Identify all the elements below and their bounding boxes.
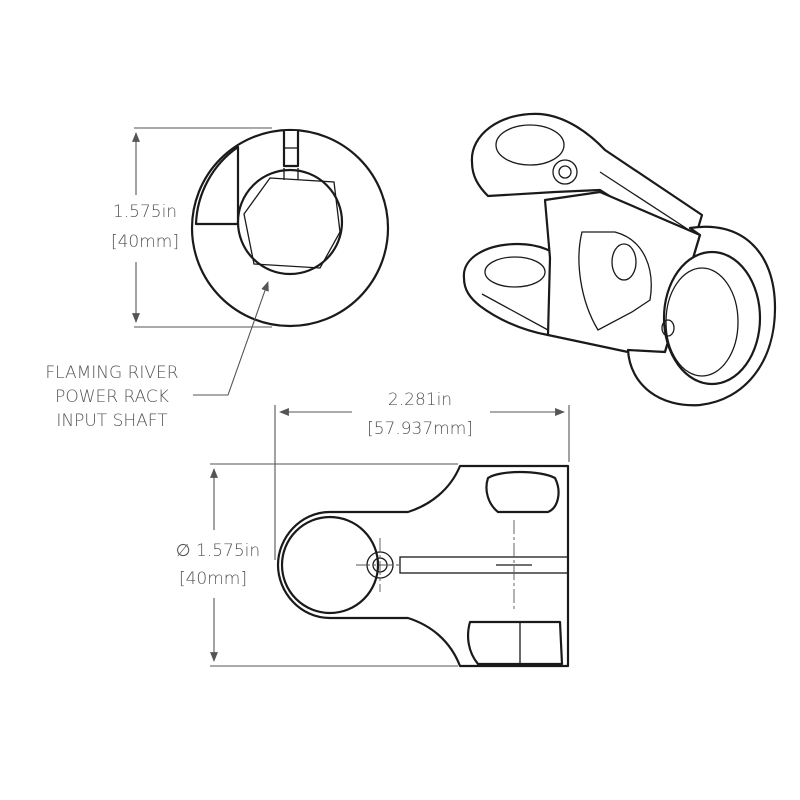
front-height-dimension: 1.575in [40mm]	[111, 127, 272, 328]
lower-arm-edge	[481, 293, 549, 331]
hex-shaft	[243, 177, 341, 269]
front-view	[190, 128, 390, 328]
callout-line-3: INPUT SHAFT	[56, 411, 168, 431]
diameter-dimension: ∅ 1.575in [40mm]	[176, 463, 458, 667]
barrel-bore-outer	[662, 250, 762, 386]
upper-boss	[485, 470, 560, 514]
callout-line-1: FLAMING RIVER	[45, 363, 178, 383]
bore	[236, 168, 344, 276]
isometric-view	[462, 112, 777, 407]
front-dim-inch: 1.575in	[113, 202, 177, 222]
upper-arm-hole	[495, 124, 565, 166]
upper-arm-edge	[599, 171, 693, 233]
set-screw-boss	[552, 159, 578, 185]
callout-line-2: POWER RACK	[55, 387, 169, 407]
clamp-slot-top	[399, 556, 569, 574]
top-view-body	[276, 464, 570, 668]
cross-hole	[611, 243, 637, 281]
bore-pin	[661, 319, 675, 337]
input-shaft-callout: FLAMING RIVER POWER RACK INPUT SHAFT	[45, 281, 269, 431]
length-mm: [57.937mm]	[367, 419, 473, 439]
set-screw	[558, 165, 572, 179]
length-dimension: 2.281in [57.937mm]	[274, 390, 570, 560]
lower-arm-hole	[484, 256, 546, 288]
diameter-inch: ∅ 1.575in	[176, 541, 260, 561]
front-dim-mm: [40mm]	[111, 232, 179, 252]
length-inch: 2.281in	[388, 390, 452, 410]
lower-boss	[467, 620, 564, 666]
barrel-bore-inner	[665, 267, 739, 377]
side-flat	[194, 145, 240, 226]
callout-leader	[193, 281, 269, 396]
side-window	[578, 231, 652, 331]
diameter-mm: [40mm]	[179, 569, 247, 589]
top-view	[276, 464, 570, 668]
yoke-end-hole	[280, 515, 380, 615]
